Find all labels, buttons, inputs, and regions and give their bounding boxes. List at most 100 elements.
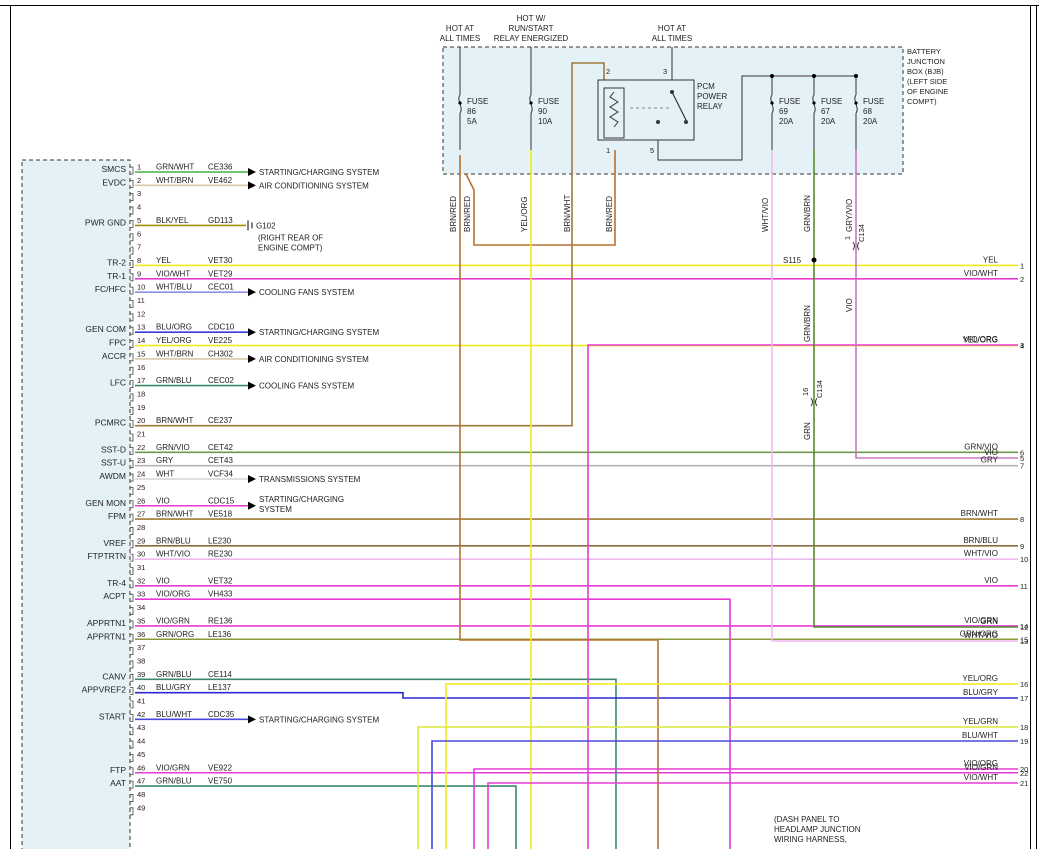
fuse-label: FUSE [538,97,559,106]
relay-label: POWER [697,92,727,101]
pin-number: 15 [137,349,145,358]
pin-signal-label: GEN COM [85,324,126,334]
pin-number: 23 [137,456,145,465]
arrow-icon [248,715,256,724]
pin-signal-label: TR-4 [107,578,126,588]
pin-signal-label: GEN MON [85,498,126,508]
right-terminal-number: 13 [1020,637,1028,646]
pin-signal-label: FTPTRTN [87,551,126,561]
connector-pin: 16 [801,388,810,396]
fuse-label: 20A [863,117,878,126]
pin-bracket [130,353,134,362]
pin-signal-label: FPM [108,511,126,521]
connector-name: C134 [815,380,824,398]
vertical-wire-label: VIO [845,298,854,312]
pin-bracket [130,687,134,696]
right-wire-label: GRN [980,617,998,626]
canv-wire [135,678,617,849]
vertical-wire-label: YEL/ORG [520,196,529,232]
right-wire-label: GRN/ORG [960,629,998,638]
pin-bracket [130,420,134,429]
pin-bracket [130,219,134,228]
vertical-wire-label: GRN/BRN [803,305,812,342]
pin-bracket [130,660,134,669]
pin-signal-label: TR-2 [107,257,126,267]
right-wire-label: VIO/WHT [964,773,998,782]
pin-number: 42 [137,710,145,719]
pin-circuit: LE137 [208,683,232,692]
term3-wire [587,344,1018,849]
pin-number: 40 [137,683,145,692]
pin-wire-color: VIO [156,576,170,585]
vertical-wire-label: GRN [803,422,812,440]
pin-bracket [130,673,134,682]
pin-wire-color: WHT [156,470,174,479]
right-terminal-number: 21 [1020,779,1028,788]
pin-signal-label: SMCS [101,164,126,174]
pin-wire-color: BRN/WHT [156,510,193,519]
pin-circuit: VE750 [208,777,233,786]
hot-label: ALL TIMES [652,34,692,43]
pcmrc-wire [135,62,605,427]
pin-number: 46 [137,763,145,772]
ground-location: (RIGHT REAR OF [258,233,323,242]
pin-number: 24 [137,470,145,479]
pin-bracket [130,206,134,215]
pin-number: 34 [137,603,145,612]
pin-bracket [130,807,134,816]
pin-circuit: LE136 [208,630,232,639]
right-terminal-number: 5 [1020,454,1024,463]
pin-circuit: CEC02 [208,376,234,385]
right-wire-label: BLU/GRY [963,688,999,697]
fuse86-wire [459,155,659,849]
pin-number: 6 [137,229,141,238]
right-wire-label: YEL [983,255,999,264]
vertical-wire-label: BRN/RED [605,196,614,232]
pin-wire-color: VIO/GRN [156,763,190,772]
pin-wire-color: GRN/WHT [156,163,194,172]
pin-signal-label: APPVREF2 [82,685,127,695]
pin-signal-label: LFC [110,378,126,388]
right-terminal-number: 22 [1020,769,1028,778]
pin-number: 8 [137,256,141,265]
right-terminal-number: 6 [1020,448,1024,457]
splice-dot-icon [811,257,817,263]
right-wire-label: VIO/GRN [964,763,998,772]
right-wire-label: YEL/ORG [962,674,998,683]
pin-wire-color: BRN/BLU [156,536,191,545]
pin-signal-label: SST-U [101,458,126,468]
right-terminal-number: 8 [1020,515,1024,524]
relay-switch-icon [671,91,687,121]
pin-circuit: CEC01 [208,283,234,292]
right-wire-label: YEL/ORG [962,336,998,345]
pin-wire-color: WHT/BRN [156,349,194,358]
harness-note: (DASH PANEL TO [774,815,840,824]
arrow-icon [248,501,256,510]
right-terminal-number: 18 [1020,723,1028,732]
hot-label: HOT AT [658,24,686,33]
pin-signal-label: AWDM [99,471,126,481]
pin-bracket [130,713,134,722]
junction-dot-icon [812,74,816,78]
pin-bracket [130,580,134,589]
relay-pin: 3 [663,67,667,76]
pin-circuit: VET29 [208,269,233,278]
pin-number: 39 [137,670,145,679]
relay-contact-icon [656,120,660,124]
fuse-dot-icon [770,101,774,105]
vertical-wire-label: BRN/RED [463,196,472,232]
hot-label: ALL TIMES [440,34,480,43]
fuse69-wire [771,150,1018,642]
harness-note: HEADLAMP JUNCTION [774,825,861,834]
pin-bracket [130,620,134,629]
fuse-dot-icon [529,101,533,105]
pin-circuit: VH433 [208,590,233,599]
right-wire-label: VIO [984,448,998,457]
pin-signal-label: TR-1 [107,271,126,281]
harness-note: WIRING HARNESS, [774,835,847,844]
pin-bracket [130,700,134,709]
pin-bracket [130,273,134,282]
pin-bracket [130,473,134,482]
pin-bracket [130,460,134,469]
